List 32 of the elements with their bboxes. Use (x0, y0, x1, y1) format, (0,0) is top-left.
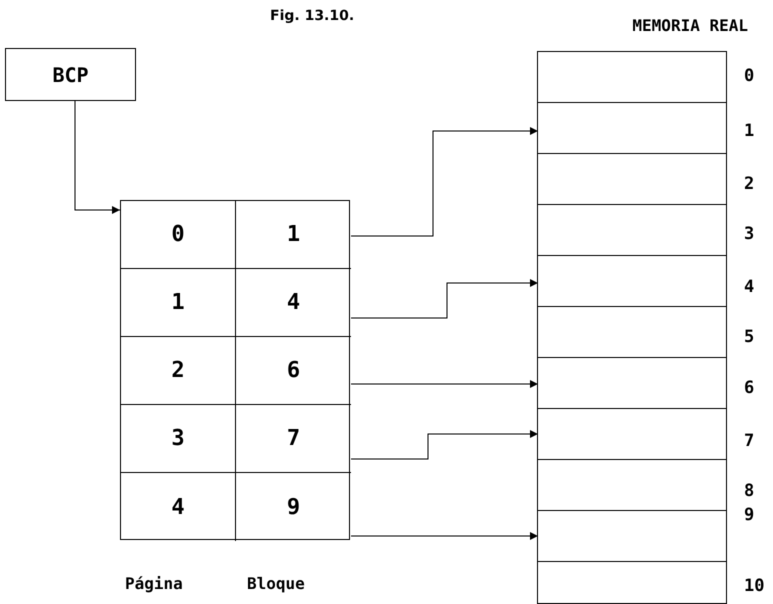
table-cell: 4 (236, 269, 351, 337)
frame-number: 3 (744, 224, 754, 244)
frame-number: 9 (744, 505, 754, 525)
arrow (350, 380, 538, 388)
frame-number: 4 (744, 277, 754, 297)
arrow (74, 100, 120, 214)
table-cell: 4 (121, 473, 236, 541)
arrow (350, 279, 538, 318)
memory-heading: MEMORIA REAL (632, 16, 748, 35)
arrow (350, 532, 538, 540)
frame-number: 7 (744, 431, 754, 451)
column-header: Bloque (247, 574, 305, 593)
table-cell: 6 (236, 337, 351, 405)
table-cell: 3 (121, 405, 236, 473)
figure-title: Fig. 13.10. (270, 8, 354, 24)
frame-number: 10 (744, 576, 764, 596)
table-cell: 2 (121, 337, 236, 405)
arrow (350, 430, 538, 460)
frame-number: 1 (744, 121, 754, 141)
frame-number: 6 (744, 378, 754, 398)
table-cell: 1 (121, 269, 236, 337)
table-cell: 1 (236, 201, 351, 269)
frame-number: 2 (744, 174, 754, 194)
process-box: BCP (5, 48, 136, 101)
table-cell: 9 (236, 473, 351, 541)
frame-number: 0 (744, 66, 754, 86)
frame-number: 8 (744, 481, 754, 501)
table-cell: 0 (121, 201, 236, 269)
table-cell: 7 (236, 405, 351, 473)
arrow (350, 127, 538, 236)
column-header: Página (125, 574, 183, 593)
frame-number: 5 (744, 327, 754, 347)
